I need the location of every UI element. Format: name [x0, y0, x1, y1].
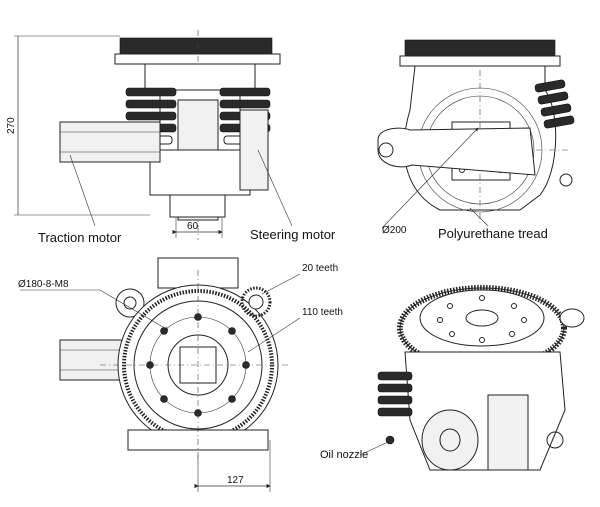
label-steering-motor: Steering motor	[250, 227, 336, 242]
front-view: 270 60	[6, 30, 293, 240]
iso-motor	[487, 394, 529, 471]
iso-gear-ring	[397, 285, 567, 371]
isometric-view	[359, 285, 585, 471]
dim-offset-127: 127	[227, 475, 244, 486]
dim-width-60: 60	[187, 221, 199, 232]
dim-height: 270	[6, 117, 17, 134]
traction-motor-body	[59, 121, 161, 163]
dim-wheel-diameter: Ø200	[382, 225, 407, 236]
label-oil-nozzle: Oil nozzle	[320, 449, 368, 461]
label-traction-motor: Traction motor	[38, 230, 122, 245]
label-polyurethane-tread: Polyurethane tread	[438, 226, 548, 241]
slewing-gear-ring	[119, 37, 273, 55]
label-20-teeth: 20 teeth	[302, 263, 338, 274]
slewing-gear-ring-side	[404, 39, 556, 57]
top-view: 127	[20, 257, 301, 492]
iso-bolt-holes	[437, 295, 527, 343]
side-view	[377, 39, 575, 229]
steering-motor-body	[239, 109, 269, 191]
swing-arm	[377, 127, 536, 176]
label-110-teeth: 110 teeth	[302, 307, 343, 318]
iso-wheel	[421, 409, 479, 471]
dim-bolt-circle: Ø180-8-M8	[18, 279, 69, 290]
pinion-20-teeth	[240, 286, 272, 318]
bolt-holes	[146, 313, 250, 417]
iso-suspension-spring	[377, 371, 413, 417]
oil-nozzle-point	[385, 435, 395, 445]
suspension-spring-side	[534, 79, 575, 129]
